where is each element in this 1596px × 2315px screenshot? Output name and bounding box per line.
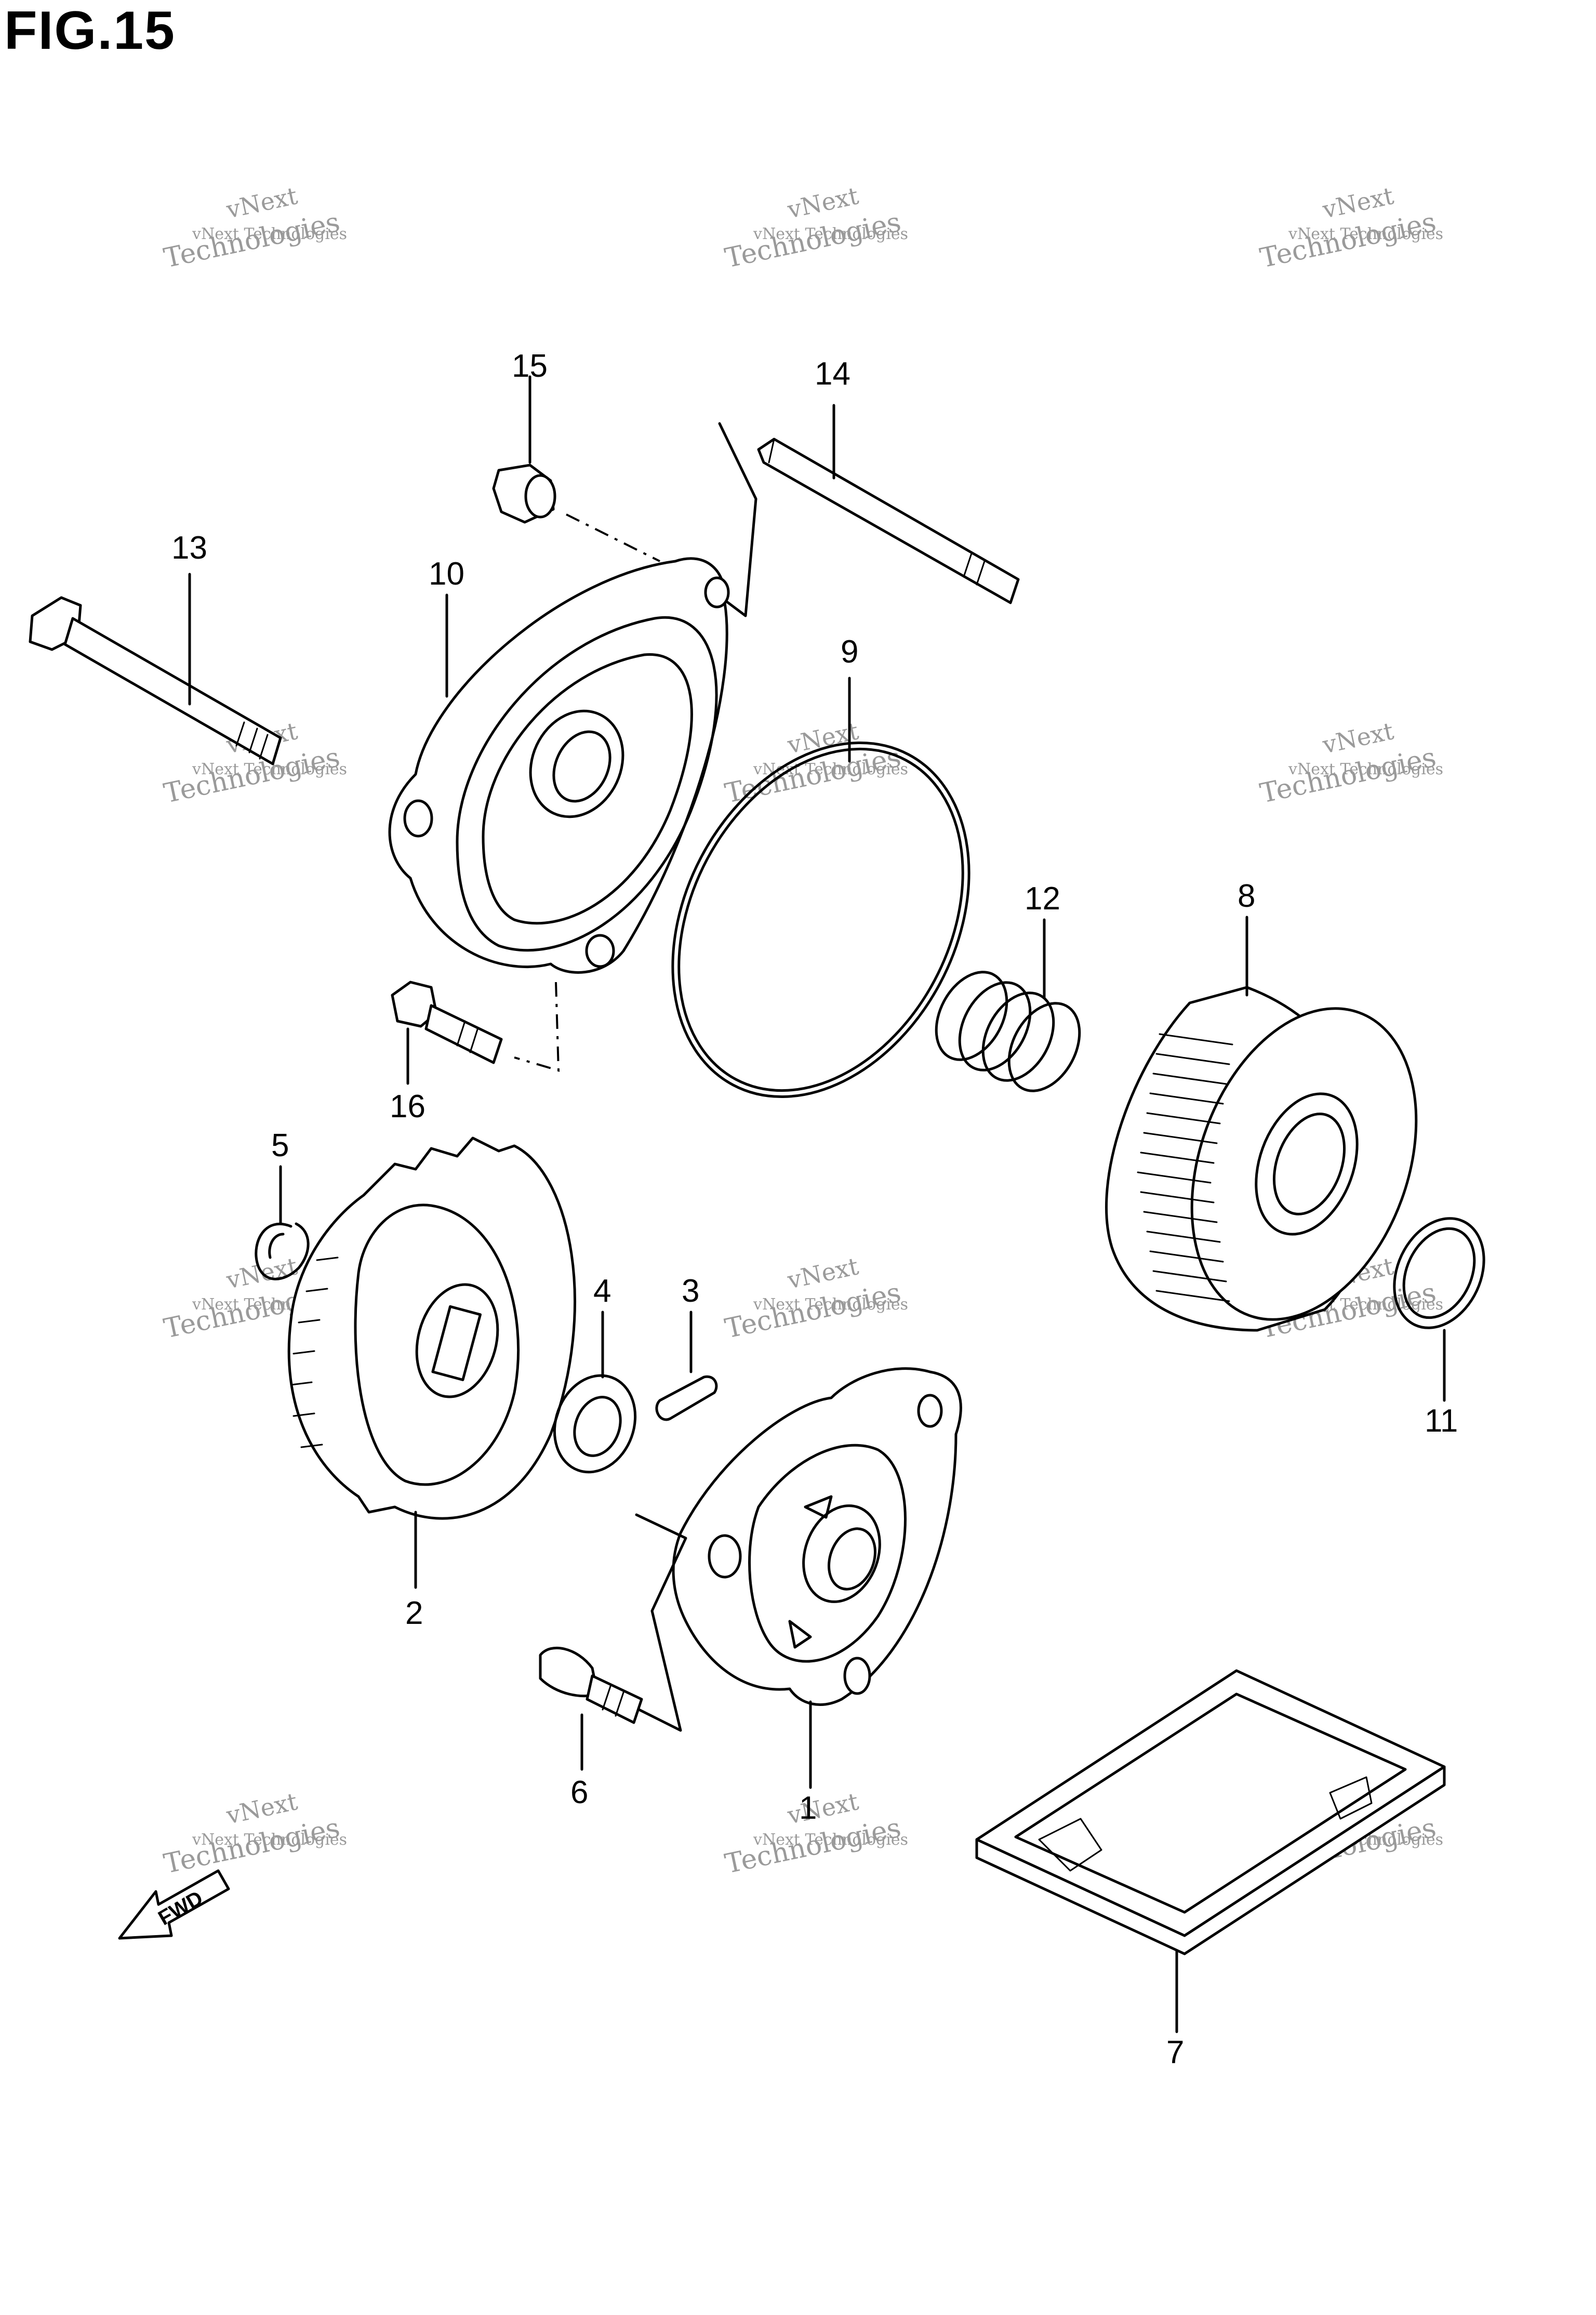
part-7-strainer (975, 1669, 1446, 1955)
fwd-arrow-icon: FWD (118, 1869, 230, 1940)
filter-pleat (1149, 1092, 1224, 1105)
callout-labels: 1 2 3 4 5 6 7 8 9 10 11 12 13 14 15 16 (171, 348, 1458, 2070)
part-4-washer (553, 1374, 637, 1474)
gear-tooth (292, 1350, 315, 1355)
filter-pleat (1152, 1073, 1227, 1085)
filter-pleat (1149, 1250, 1224, 1263)
filter-pleats (1137, 1033, 1233, 1302)
figure-title: FIG.15 (4, 1, 176, 61)
callout-13: 13 (171, 530, 207, 566)
filter-pleat (1140, 1152, 1215, 1164)
watermark-line2: vNext Technologies (1288, 225, 1443, 243)
callout-11: 11 (1425, 1403, 1458, 1439)
filter-pleat (1146, 1231, 1221, 1243)
callout-16: 16 (390, 1089, 425, 1125)
gear-tooth (300, 1444, 323, 1448)
part-9-o-ring (671, 742, 970, 1098)
filter-pleat (1155, 1290, 1230, 1302)
part-1-pump-body (635, 1367, 962, 1732)
filter-pleat (1159, 1033, 1233, 1046)
callout-1: 1 (799, 1790, 817, 1826)
callout-14: 14 (815, 356, 850, 392)
callout-8: 8 (1238, 878, 1255, 914)
filter-pleat (1137, 1171, 1212, 1184)
watermark-line2: vNext Technologies (753, 1831, 908, 1849)
gear-tooth (290, 1381, 313, 1386)
callout-12: 12 (1025, 881, 1060, 917)
callout-2: 2 (405, 1595, 423, 1631)
part-10-cover (388, 557, 730, 974)
watermark-line2: vNext Technologies (1288, 760, 1443, 778)
callout-3: 3 (682, 1273, 699, 1309)
gear-tooth (316, 1256, 339, 1261)
filter-pleat (1143, 1211, 1218, 1223)
part-16-bolt (391, 981, 560, 1072)
filter-pleat (1143, 1132, 1218, 1144)
part-12-spring (935, 971, 1081, 1092)
gear-teeth (290, 1256, 339, 1448)
callout-15: 15 (512, 348, 548, 384)
callout-5: 5 (271, 1128, 289, 1163)
callout-9: 9 (841, 634, 858, 670)
part-11-o-ring (1393, 1217, 1485, 1329)
part-6-screw (539, 1646, 643, 1724)
filter-pleat (1152, 1270, 1227, 1282)
filter-pleat (1140, 1191, 1215, 1203)
callout-7: 7 (1166, 2034, 1184, 2070)
part-15-nut (492, 464, 660, 562)
watermark-line2: vNext Technologies (753, 1295, 908, 1314)
part-14-stud (718, 422, 1020, 617)
watermark-line2: vNext Technologies (192, 1831, 347, 1849)
gear-tooth (292, 1412, 315, 1417)
callout-4: 4 (593, 1273, 611, 1309)
part-3-pin (655, 1375, 718, 1421)
watermark-line2: vNext Technologies (753, 225, 908, 243)
part-2-gear (287, 1136, 576, 1520)
part-5-circlip (255, 1222, 310, 1280)
watermark-line2: vNext Technologies (192, 225, 347, 243)
gear-tooth (305, 1288, 328, 1292)
filter-pleat (1155, 1053, 1230, 1065)
leader-lines (188, 375, 1446, 2033)
part-13-bolt (29, 596, 282, 765)
callout-10: 10 (429, 556, 464, 592)
part-8-oil-filter (1105, 986, 1418, 1332)
callout-6: 6 (570, 1775, 588, 1810)
filter-pleat (1146, 1112, 1221, 1125)
gear-tooth (298, 1319, 321, 1324)
